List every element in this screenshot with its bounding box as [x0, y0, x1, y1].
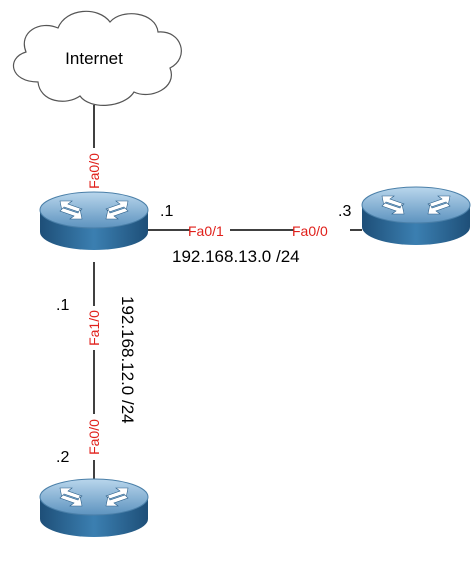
port-label-client-fa0-0: Fa0/0	[86, 419, 102, 455]
cloud-icon	[12, 10, 182, 106]
router-rite[interactable]: RITE	[39, 191, 149, 274]
router-icon	[39, 478, 149, 538]
cloud-label: Internet	[65, 49, 123, 68]
port-label-rite-fa1-0: Fa1/0	[86, 310, 102, 346]
host-label-rite-13: .1	[160, 203, 173, 220]
host-label-rite-12: .1	[56, 297, 69, 314]
port-label-rite-fa0-1: Fa0/1	[188, 223, 224, 239]
port-label-rite-fa0-0: Fa0/0	[86, 153, 102, 189]
subnet-label-13: 192.168.13.0 /24	[172, 247, 300, 266]
host-label-client: .2	[56, 449, 69, 466]
host-label-ids: .3	[338, 203, 351, 220]
router-client[interactable]: CLIENT	[39, 478, 149, 555]
internet-cloud: Internet	[12, 10, 182, 106]
links	[93, 105, 362, 482]
router-client-label: CLIENT	[67, 538, 121, 555]
router-ids-label: IDS	[403, 248, 428, 265]
router-icon	[39, 191, 149, 251]
router-ids[interactable]: IDS	[361, 186, 471, 265]
router-icon	[361, 186, 471, 246]
port-label-ids-fa0-0: Fa0/0	[292, 223, 328, 239]
subnet-label-12: 192.168.12.0 /24	[118, 296, 137, 424]
router-rite-label: RITE	[77, 257, 111, 274]
